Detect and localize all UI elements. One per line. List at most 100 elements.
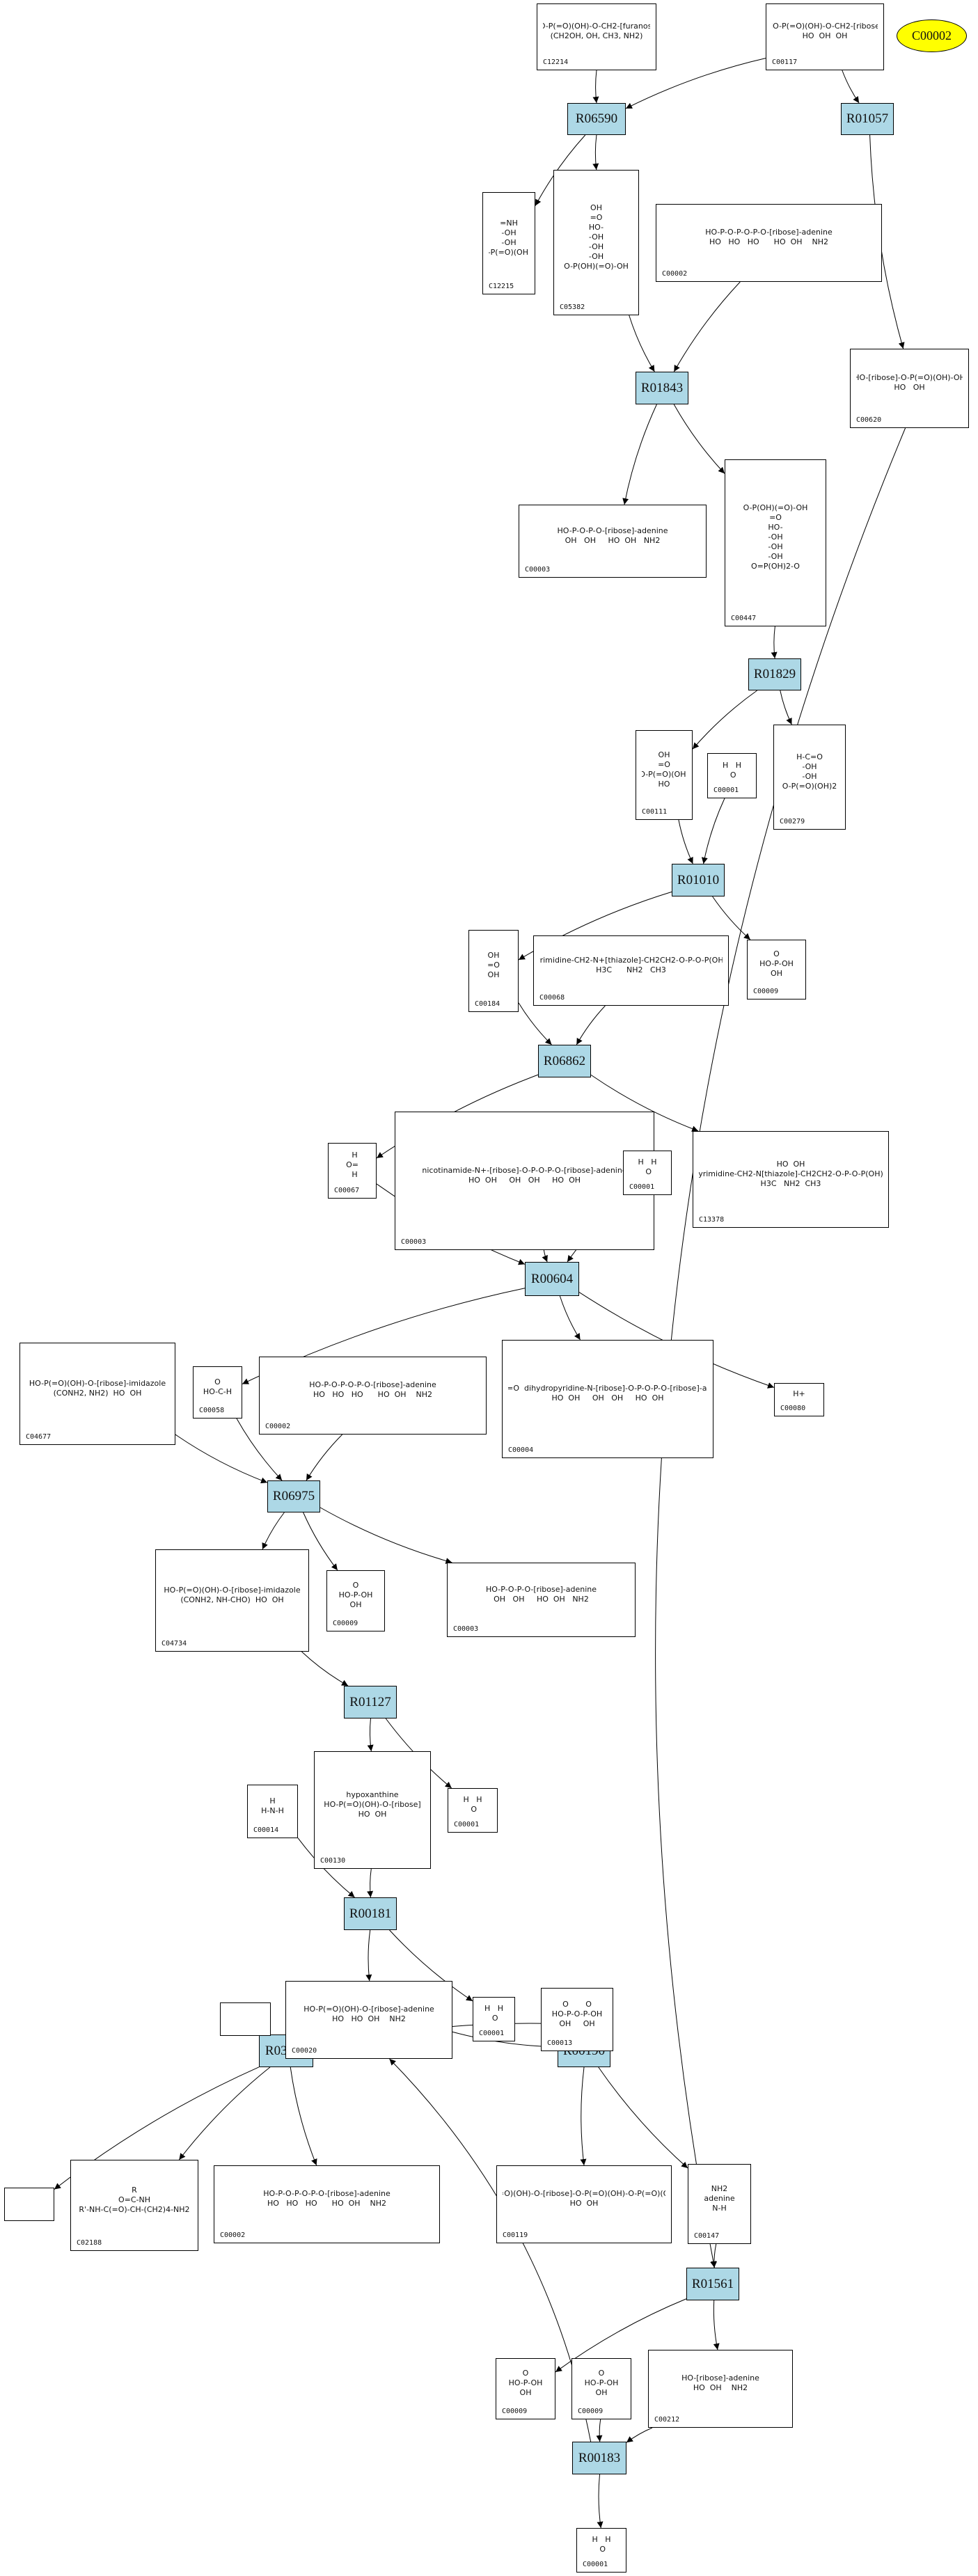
compound-node[interactable]: HO-P(=O)(OH)-O-CH2-[furanose] (CH2OH, OH… (537, 3, 656, 70)
edge-arrow (655, 427, 906, 2268)
reaction-node[interactable]: R01057 (841, 103, 894, 135)
highlight-label: C00002 (911, 29, 952, 42)
reaction-node[interactable]: R00181 (344, 1897, 397, 1930)
compound-id: C00130 (320, 1857, 346, 1865)
edge-arrow (842, 70, 860, 104)
edge-arrow (236, 1418, 283, 1481)
structure-drawing: nicotinamide-N+-[ribose]-O-P-O-P-O-[ribo… (422, 1165, 627, 1185)
compound-node[interactable]: HO-P-O-P-O-[ribose]-adenine OH OH HO OH … (519, 505, 707, 578)
structure-drawing: O-P(OH)(=O)-OH =O HO- -OH -OH -OH O=P(OH… (743, 503, 808, 571)
compound-id: C13378 (699, 1216, 725, 1224)
compound-node[interactable]: HO-P-O-P-O-P-O-[ribose]-adenine HO HO HO… (656, 204, 882, 282)
structure-drawing: HO-P(=O)(OH)-O-[ribose]-imidazole (CONH2… (164, 1585, 301, 1604)
reaction-node[interactable]: R06590 (567, 103, 626, 135)
compound-node[interactable]: HO-P(=O)(OH)-O-[ribose]-imidazole (CONH2… (19, 1343, 175, 1445)
structure-drawing: OH =O O-P(=O)(OH) HO (642, 750, 686, 789)
structure-drawing: H H O (484, 2004, 504, 2023)
compound-node[interactable]: nicotinamide-N+-[ribose]-O-P-O-P-O-[ribo… (395, 1112, 654, 1250)
compound-node[interactable]: pyrimidine-CH2-N+[thiazole]-CH2CH2-O-P-O… (533, 935, 729, 1006)
compound-id: C00447 (731, 615, 757, 622)
compound-node[interactable]: HO-P(=O)(OH)-O-[ribose]-imidazole (CONH2… (155, 1549, 309, 1652)
empty-compound-node[interactable] (4, 2188, 54, 2221)
reaction-node[interactable]: R01829 (748, 658, 801, 690)
reaction-node[interactable]: R06862 (538, 1045, 591, 1077)
compound-node[interactable]: HO-P-O-P-O-[ribose]-adenine OH OH HO OH … (447, 1563, 636, 1637)
compound-node[interactable]: O HO-P-OH OH C00009 (326, 1570, 385, 1631)
structure-drawing: H H-N-H (261, 1796, 284, 1815)
compound-node[interactable]: HO-P-O-P-O-P-O-[ribose]-adenine HO HO HO… (259, 1357, 487, 1435)
compound-id: C00001 (583, 2561, 608, 2568)
compound-node[interactable]: HO OH pyrimidine-CH2-N[thiazole]-CH2CH2-… (693, 1131, 889, 1228)
compound-id: C00111 (642, 808, 668, 816)
compound-id: C05382 (560, 303, 585, 311)
compound-id: C00004 (508, 1446, 534, 1454)
compound-node[interactable]: NH2-C=O dihydropyridine-N-[ribose]-O-P-O… (502, 1340, 713, 1458)
compound-id: C00003 (401, 1238, 427, 1246)
highlight-compound-c00002[interactable]: C00002 (897, 19, 967, 52)
structure-drawing: O O HO-P-O-P-OH OH OH (551, 1999, 603, 2028)
reaction-node[interactable]: R01561 (686, 2268, 739, 2300)
structure-drawing: O HO-P-OH OH (338, 1581, 373, 1609)
reaction-label: R06862 (543, 1053, 586, 1068)
reaction-node[interactable]: R01010 (672, 864, 725, 896)
compound-id: C00184 (475, 1000, 500, 1008)
reaction-label: R01829 (753, 667, 796, 681)
compound-id: C00009 (753, 988, 779, 995)
edge-arrow (625, 58, 766, 109)
edge-arrow (306, 1434, 343, 1481)
structure-drawing: HO-[ribose]-adenine HO OH NH2 (681, 2373, 759, 2392)
compound-node[interactable]: OH =O O-P(=O)(OH) HO C00111 (636, 730, 693, 820)
compound-id: C00003 (525, 566, 551, 574)
compound-node[interactable]: HO-P(=O)(OH)-O-[ribose]-adenine HO HO OH… (285, 1981, 452, 2059)
reaction-label: R01843 (640, 380, 684, 395)
structure-drawing: HO-P-O-P-O-[ribose]-adenine OH OH HO OH … (557, 526, 668, 545)
structure-drawing: H-C=O -OH -OH O-P(=O)(OH)2 (782, 752, 837, 791)
reaction-node[interactable]: R00183 (572, 2442, 626, 2474)
reaction-label: R01057 (846, 111, 889, 126)
reaction-node[interactable]: R00604 (525, 1262, 579, 1296)
reaction-node[interactable]: R01127 (344, 1686, 397, 1718)
compound-id: C00009 (333, 1620, 358, 1627)
compound-id: C00009 (502, 2408, 528, 2415)
edge-arrow (290, 2067, 317, 2166)
structure-drawing: =NH -OH -OH O-P(=O)(OH)2 (489, 218, 529, 257)
compound-node[interactable]: O-P(OH)(=O)-OH =O HO- -OH -OH -OH O=P(OH… (725, 459, 826, 626)
edge-arrow (598, 2067, 688, 2169)
structure-drawing: H+ (793, 1389, 805, 1398)
empty-compound-node[interactable] (220, 2002, 271, 2036)
compound-node[interactable]: HO-P-O-P-O-P-O-[ribose]-adenine HO HO HO… (214, 2165, 440, 2243)
compound-node[interactable]: hypoxanthine HO-P(=O)(OH)-O-[ribose] HO … (314, 1751, 431, 1869)
edge-arrow (622, 404, 657, 505)
compound-id: C00080 (780, 1405, 806, 1412)
compound-node[interactable]: =NH -OH -OH O-P(=O)(OH)2C12215 (482, 192, 535, 294)
edge-arrow (178, 2067, 271, 2160)
compound-node[interactable]: HO-P(=O)(OH)-O-[ribose]-O-P(=O)(OH)-O-P(… (496, 2165, 672, 2243)
reaction-node[interactable]: R06975 (267, 1480, 320, 1512)
edge-arrow (542, 1249, 548, 1263)
compound-id: C00003 (453, 1625, 479, 1633)
structure-drawing: HO-P(=O)(OH)-O-CH2-[furanose] (CH2OH, OH… (543, 22, 650, 40)
edge-arrow (262, 1512, 285, 1550)
reaction-node[interactable]: R01843 (636, 372, 688, 404)
compound-node[interactable]: H+ C00080 (774, 1383, 824, 1416)
